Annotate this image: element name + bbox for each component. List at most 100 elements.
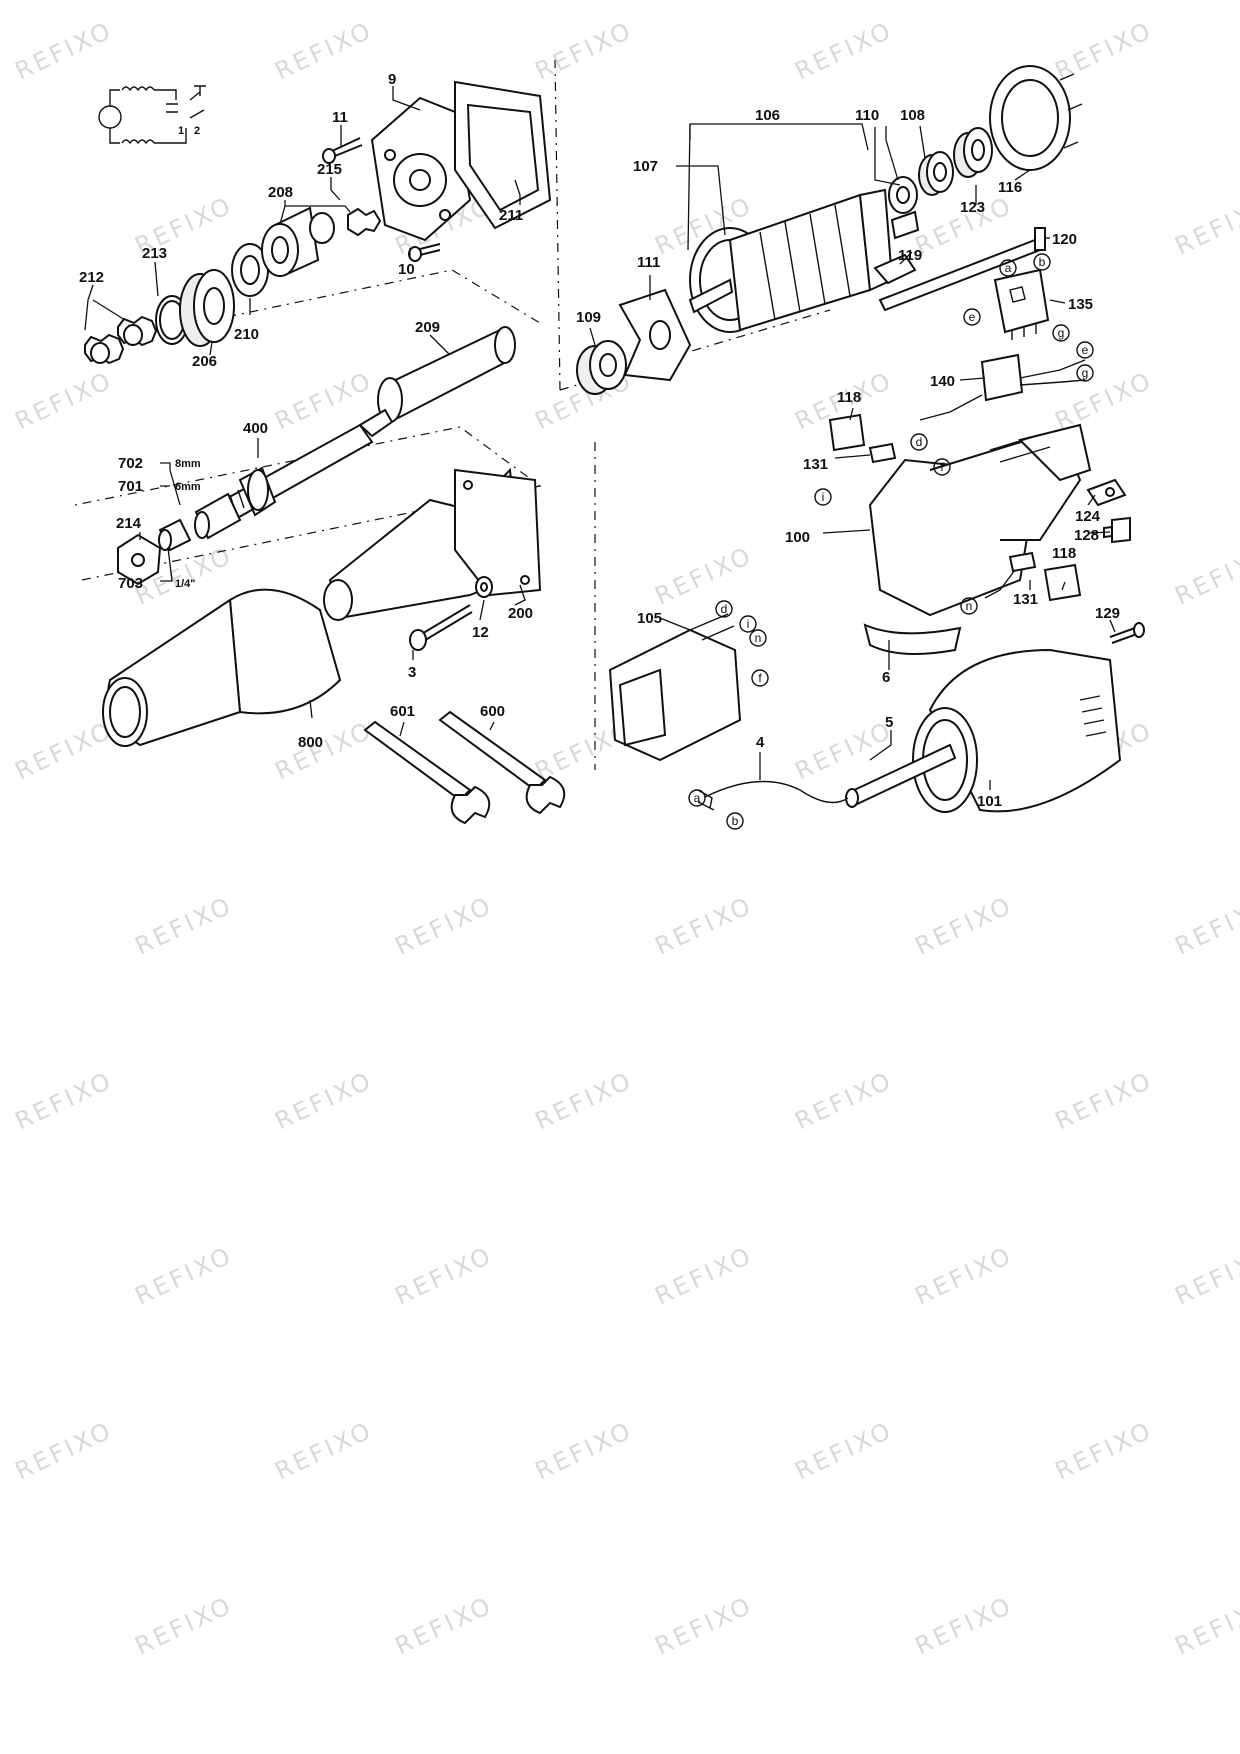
svg-text:2: 2 bbox=[194, 125, 200, 137]
label-6: 6 bbox=[882, 669, 890, 686]
watermark-text: REFIXO bbox=[1051, 366, 1158, 436]
part-105-field-stator bbox=[608, 613, 742, 762]
part-12-washer bbox=[475, 576, 493, 598]
watermark-text: REFIXO bbox=[131, 891, 238, 961]
label-118-top: 118 bbox=[837, 389, 861, 406]
wire-label-g-switch: g bbox=[1052, 324, 1070, 342]
wire-label-a-switch: a bbox=[999, 259, 1017, 277]
part-128-screw bbox=[1103, 516, 1131, 544]
watermark-text: REFIXO bbox=[911, 1241, 1018, 1311]
label-209: 209 bbox=[415, 319, 440, 336]
wire-label-e-switch: e bbox=[963, 308, 981, 326]
wire-label-b-cord: b bbox=[726, 812, 744, 830]
svg-text:n: n bbox=[755, 631, 762, 645]
leader-lines bbox=[84, 86, 1116, 790]
watermark-text: REFIXO bbox=[271, 716, 378, 786]
part-108-bearing bbox=[918, 151, 954, 196]
watermark-text: REFIXO bbox=[1171, 541, 1240, 611]
watermark-text: REFIXO bbox=[1171, 891, 1240, 961]
watermark-text: REFIXO bbox=[651, 891, 758, 961]
label-131-top: 131 bbox=[803, 456, 828, 473]
label-400: 400 bbox=[243, 420, 268, 437]
watermark-text: REFIXO bbox=[11, 716, 118, 786]
label-206: 206 bbox=[192, 353, 217, 370]
group-line-lower-left bbox=[74, 426, 542, 581]
label-140: 140 bbox=[930, 373, 955, 390]
label-107: 107 bbox=[633, 158, 658, 175]
size-703: 1/4" bbox=[175, 578, 196, 590]
label-106: 106 bbox=[755, 107, 780, 124]
watermark-text: REFIXO bbox=[651, 1241, 758, 1311]
watermark-text: REFIXO bbox=[391, 1591, 498, 1661]
watermark-text: REFIXO bbox=[651, 1591, 758, 1661]
part-3-screw bbox=[409, 604, 473, 651]
part-9-gear-housing bbox=[370, 96, 472, 242]
label-110: 110 bbox=[855, 107, 879, 124]
wire-connector-labels: a b e g e g d f i n d i n f a b bbox=[688, 253, 1094, 830]
label-119: 119 bbox=[898, 247, 922, 264]
watermark-text: REFIXO bbox=[791, 16, 898, 86]
label-214: 214 bbox=[116, 515, 142, 532]
label-701: 701 bbox=[118, 478, 143, 495]
watermark-text: REFIXO bbox=[791, 1416, 898, 1486]
label-601: 601 bbox=[390, 703, 415, 720]
label-703: 703 bbox=[118, 575, 143, 592]
watermark-text: REFIXO bbox=[531, 1066, 638, 1136]
watermark-text: REFIXO bbox=[131, 1241, 238, 1311]
label-215: 215 bbox=[317, 161, 342, 178]
svg-text:b: b bbox=[1039, 255, 1046, 269]
wire-label-b-switch: b bbox=[1033, 253, 1051, 271]
watermark-text: REFIXO bbox=[1051, 16, 1158, 86]
part-4-power-cord bbox=[697, 780, 849, 811]
watermark-text: REFIXO bbox=[11, 16, 118, 86]
part-131-brush-bottom bbox=[984, 551, 1037, 599]
watermark-text: REFIXO bbox=[531, 1416, 638, 1486]
part-208-spindle-hub bbox=[261, 206, 320, 277]
watermark-text: REFIXO bbox=[391, 1241, 498, 1311]
svg-text:f: f bbox=[940, 460, 944, 474]
label-211: 211 bbox=[499, 207, 523, 224]
watermark-text: REFIXO bbox=[11, 1416, 118, 1486]
part-110-bearing bbox=[888, 176, 918, 214]
svg-text:d: d bbox=[721, 602, 728, 616]
part-111-baffle bbox=[618, 288, 692, 382]
part-116-end-cap bbox=[989, 65, 1083, 171]
label-100: 100 bbox=[785, 529, 810, 546]
label-3: 3 bbox=[408, 664, 416, 681]
label-124: 124 bbox=[1075, 508, 1101, 525]
label-210: 210 bbox=[234, 326, 259, 343]
svg-text:i: i bbox=[747, 617, 750, 631]
part-118-brush-holder-bottom bbox=[1043, 563, 1082, 602]
label-123: 123 bbox=[960, 199, 985, 216]
part-800-guard bbox=[102, 588, 342, 747]
watermark-text: REFIXO bbox=[131, 1591, 238, 1661]
label-10: 10 bbox=[398, 261, 415, 278]
wire-label-n-housing: n bbox=[960, 597, 978, 615]
watermark-text: REFIXO bbox=[531, 16, 638, 86]
part-214-nut bbox=[117, 533, 162, 586]
part-400-spindle bbox=[213, 408, 394, 527]
svg-text:b: b bbox=[732, 814, 739, 828]
wire-label-d-stator: d bbox=[715, 600, 733, 618]
watermark-text: REFIXO bbox=[11, 366, 118, 436]
wire-label-i-housing: i bbox=[814, 488, 832, 506]
label-213: 213 bbox=[142, 245, 167, 262]
size-701: 6mm bbox=[175, 481, 201, 493]
watermark-text: REFIXO bbox=[271, 1416, 378, 1486]
svg-text:i: i bbox=[822, 490, 825, 504]
part-211-gasket bbox=[454, 80, 552, 230]
wire-label-a-cord: a bbox=[688, 789, 706, 807]
part-601-wrench bbox=[363, 720, 491, 825]
part-120-switch-rod bbox=[878, 227, 1046, 312]
label-702: 702 bbox=[118, 455, 143, 472]
svg-text:d: d bbox=[916, 435, 923, 449]
wire-label-i-stator: i bbox=[739, 615, 757, 633]
watermark-text: REFIXO bbox=[271, 16, 378, 86]
watermark-text: REFIXO bbox=[791, 1066, 898, 1136]
label-135: 135 bbox=[1068, 296, 1093, 313]
part-210-ring bbox=[231, 243, 269, 297]
svg-text:a: a bbox=[1005, 261, 1012, 275]
svg-text:e: e bbox=[1082, 343, 1089, 357]
watermark-text: REFIXO bbox=[1171, 191, 1240, 261]
